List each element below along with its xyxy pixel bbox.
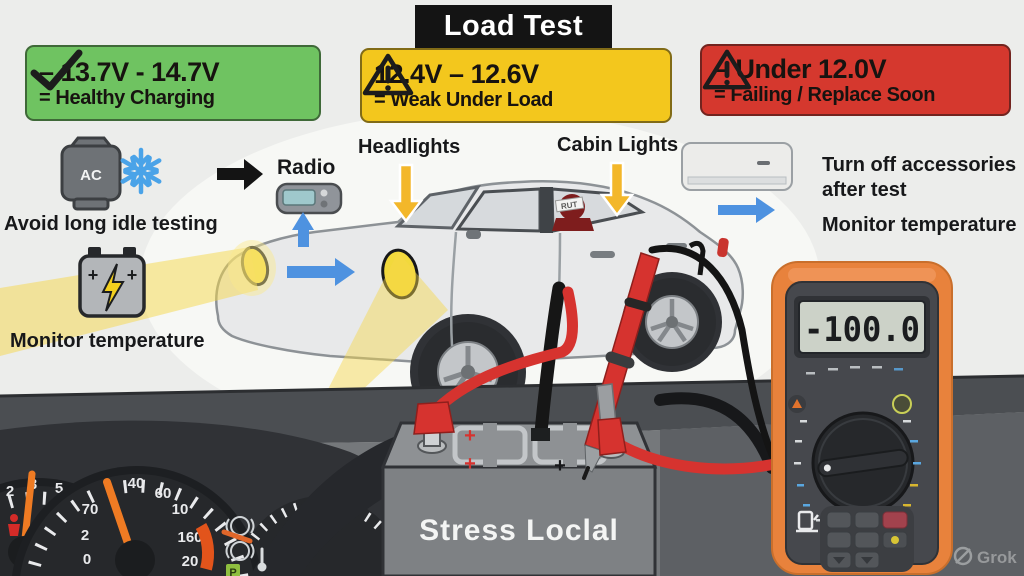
weak-voltage-range: 12.4V – 12.6V bbox=[374, 59, 539, 90]
meter-alert-button bbox=[788, 395, 806, 413]
car-body bbox=[215, 180, 744, 364]
gray-probe-right bbox=[596, 383, 627, 456]
speed-number: 0 bbox=[83, 551, 91, 568]
function-labels bbox=[806, 366, 903, 375]
meter-button-pad bbox=[820, 506, 914, 572]
page-title: Load Test bbox=[415, 5, 612, 48]
status-box-healthy: – 13.7V - 14.7V = Healthy Charging bbox=[25, 45, 321, 121]
plus-mark-black: + bbox=[554, 455, 566, 477]
annotation-turn-off-line1: Turn off accessories bbox=[822, 154, 1017, 176]
plus-mark-red: + bbox=[464, 453, 476, 475]
fuel-pump-icon bbox=[796, 510, 819, 533]
windshield bbox=[394, 184, 482, 230]
ac-label: AC bbox=[80, 167, 102, 184]
svg-text:P: P bbox=[229, 567, 236, 576]
radio-icon bbox=[275, 182, 343, 215]
side-mirror bbox=[466, 230, 481, 239]
watermark-text: Grok bbox=[977, 548, 1017, 567]
warning-triangle-icon bbox=[362, 53, 414, 96]
warning-glyph-red bbox=[8, 514, 20, 536]
annotation-avoid-idle: Avoid long idle testing bbox=[4, 213, 218, 235]
down-arrow-button bbox=[833, 557, 845, 564]
speed-number: 160 bbox=[177, 529, 202, 546]
driver-cap-tag: RUT bbox=[560, 200, 578, 211]
meter-power-button bbox=[892, 394, 912, 414]
annotation-radio: Radio bbox=[277, 156, 336, 179]
annotation-arrows bbox=[287, 161, 775, 286]
warning-triangle-icon bbox=[702, 49, 752, 90]
red-cable-left bbox=[430, 286, 578, 416]
red-clamp-right bbox=[597, 417, 627, 456]
redline-arc bbox=[195, 522, 215, 571]
annotation-cabin-lights: Cabin Lights bbox=[557, 134, 679, 156]
door-handle-front bbox=[590, 251, 615, 258]
speed-number: 10 bbox=[172, 501, 189, 518]
cluster-indicator-icons: P bbox=[221, 516, 267, 576]
status-box-failing: – Under 12.0V = Failing / Replace Soon bbox=[700, 44, 1011, 116]
battery-plus-left: + bbox=[88, 265, 99, 285]
red-clamp-left bbox=[413, 401, 455, 435]
watermark: Grok bbox=[953, 546, 1017, 567]
plus-mark-red: + bbox=[464, 425, 476, 447]
speedometer-gauge: 70 2 0 40 60 10 160 20 bbox=[12, 466, 262, 576]
tach-number: 5 bbox=[55, 480, 63, 497]
meter-backlight-icon bbox=[891, 536, 899, 544]
stability-icon bbox=[230, 541, 250, 561]
speed-number: 40 bbox=[128, 475, 145, 492]
park-indicator-icon: P bbox=[226, 564, 240, 576]
speed-number: 70 bbox=[82, 501, 99, 518]
taillight bbox=[717, 237, 729, 258]
rear-wheel bbox=[628, 278, 716, 366]
door-seam-front bbox=[449, 231, 458, 347]
yellow-down-arrow-headlights bbox=[388, 163, 424, 224]
blue-right-arrow bbox=[287, 258, 355, 286]
annotation-monitor-temp-left: Monitor temperature bbox=[10, 330, 205, 352]
annotation-monitor-temp-right: Monitor temperature bbox=[822, 214, 1017, 236]
annotation-headlights: Headlights bbox=[358, 136, 461, 158]
probe-hook bbox=[688, 240, 706, 276]
black-cable-right bbox=[654, 392, 778, 474]
snowflake-icon bbox=[120, 147, 162, 195]
small-gauge-ticks bbox=[243, 498, 401, 551]
driver-figure: RUT bbox=[552, 194, 594, 231]
battery-warning-icon: + + bbox=[78, 247, 146, 318]
failing-label: = Failing / Replace Soon bbox=[714, 83, 936, 106]
failing-voltage-range: – Under 12.0V bbox=[714, 53, 887, 84]
orange-pointer bbox=[221, 529, 253, 544]
rotary-dial bbox=[811, 411, 915, 515]
meter-reading: -100.0 bbox=[804, 310, 920, 350]
test-cables bbox=[413, 245, 781, 480]
meter-red-button bbox=[882, 511, 908, 529]
speed-number: 20 bbox=[182, 553, 199, 570]
checkmark-icon bbox=[30, 49, 83, 91]
tach-number: 2 bbox=[6, 483, 14, 500]
battery-stress-label: Stress Loclal bbox=[419, 514, 619, 547]
red-cable-right bbox=[606, 434, 781, 475]
black-right-arrow-icon bbox=[217, 159, 263, 190]
blue-right-arrow-accessories bbox=[718, 197, 775, 223]
down-arrow-button bbox=[861, 557, 873, 564]
multimeter-display: -100.0 bbox=[794, 296, 930, 358]
healthy-label: = Healthy Charging bbox=[39, 86, 215, 109]
speed-number: 2 bbox=[81, 527, 89, 544]
ac-compressor-icon: AC bbox=[60, 136, 122, 211]
grok-logo-icon bbox=[953, 546, 973, 566]
ac-split-unit-icon bbox=[681, 142, 793, 191]
status-box-weak: 12.4V – 12.6V = Weak Under Load bbox=[360, 48, 672, 123]
headlight-right bbox=[381, 248, 419, 300]
yellow-down-arrow-cabin bbox=[599, 161, 635, 218]
b-pillar bbox=[540, 187, 553, 233]
weak-label: = Weak Under Load bbox=[374, 89, 553, 112]
blue-up-arrow bbox=[292, 212, 314, 247]
speed-number: 60 bbox=[155, 485, 172, 502]
battery-plus-right: + bbox=[127, 265, 138, 285]
lightning-bolt-icon bbox=[101, 263, 125, 312]
black-cable-lug bbox=[531, 428, 550, 441]
annotation-turn-off-line2: after test bbox=[822, 179, 907, 201]
multimeter: -100.0 bbox=[771, 261, 953, 575]
